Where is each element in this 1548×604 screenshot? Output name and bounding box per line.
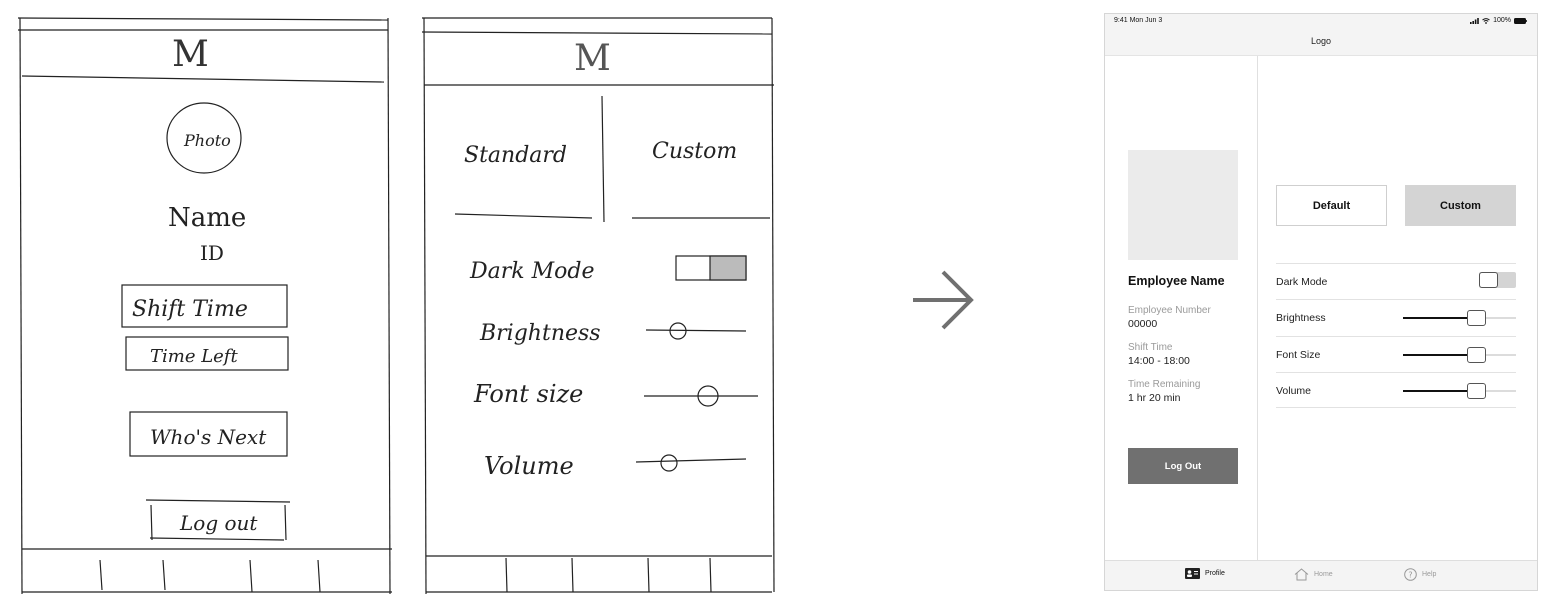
- tab-help[interactable]: ? Help: [1404, 568, 1436, 581]
- sketch-right-dark-mode: Dark Mode: [469, 259, 594, 284]
- volume-label: Volume: [1276, 385, 1312, 397]
- tab-home-label: Home: [1314, 571, 1333, 578]
- sketch-left-shift-time: Shift Time: [132, 297, 248, 322]
- volume-slider[interactable]: [1403, 383, 1516, 399]
- sketch-left-whos-next: Who's Next: [150, 425, 267, 449]
- shift-time-value: 14:00 - 18:00: [1128, 355, 1190, 367]
- wireframe-sketches: M Photo Name ID Shift Time Time Left Who…: [17, 17, 775, 595]
- slider-fill: [1403, 317, 1476, 319]
- sketch-left-photo: Photo: [183, 131, 231, 150]
- profile-sidebar: Employee Name Employee Number 00000 Shif…: [1105, 56, 1258, 562]
- dark-mode-label: Dark Mode: [1276, 276, 1328, 288]
- dark-mode-row: Dark Mode: [1276, 263, 1516, 299]
- sketch-left-logo: M: [172, 34, 209, 75]
- volume-row: Volume: [1276, 372, 1516, 408]
- arrow-right-icon: [913, 270, 974, 330]
- employee-name: Employee Name: [1128, 274, 1225, 288]
- tab-bar: Profile Home ? Help: [1105, 560, 1537, 590]
- tab-profile[interactable]: Profile: [1185, 568, 1225, 579]
- time-remaining-field: Time Remaining 1 hr 20 min: [1128, 379, 1200, 404]
- sketch-left-log-out: Log out: [179, 511, 258, 535]
- status-bar: 9:41 Mon Jun 3 100%: [1105, 14, 1537, 28]
- brightness-slider[interactable]: [1403, 310, 1516, 326]
- sketch-left-time-left: Time Left: [150, 346, 238, 367]
- brightness-label: Brightness: [1276, 312, 1326, 324]
- shift-time-label: Shift Time: [1128, 342, 1173, 353]
- wifi-icon: [1482, 17, 1490, 24]
- sketch-right-standard: Standard: [464, 143, 567, 168]
- slider-thumb[interactable]: [1466, 383, 1486, 399]
- font-size-slider[interactable]: [1403, 347, 1516, 363]
- custom-mode-button[interactable]: Custom: [1405, 185, 1516, 226]
- log-out-button[interactable]: Log Out: [1128, 448, 1238, 484]
- employee-number-label: Employee Number: [1128, 305, 1211, 316]
- time-remaining-label: Time Remaining: [1128, 379, 1201, 390]
- employee-number-value: 00000: [1128, 318, 1158, 330]
- employee-number-field: Employee Number 00000: [1128, 305, 1211, 330]
- svg-text:?: ?: [1408, 570, 1412, 579]
- time-remaining-value: 1 hr 20 min: [1128, 392, 1181, 404]
- sketch-profile-screen: M Photo Name ID Shift Time Time Left Who…: [17, 17, 392, 595]
- battery-percent: 100%: [1493, 17, 1511, 24]
- sketch-left-name: Name: [168, 203, 246, 233]
- status-indicators: 100%: [1470, 17, 1527, 24]
- sketch-right-custom: Custom: [652, 139, 737, 164]
- tab-profile-label: Profile: [1205, 570, 1225, 577]
- nav-bar: Logo: [1105, 28, 1537, 56]
- home-icon: [1294, 568, 1309, 581]
- toggle-knob: [1479, 272, 1498, 288]
- slider-thumb[interactable]: [1466, 347, 1486, 363]
- sketch-left-id: ID: [200, 241, 224, 265]
- help-icon: ?: [1404, 568, 1417, 581]
- dark-mode-toggle[interactable]: [1479, 272, 1516, 288]
- sketch-right-volume: Volume: [484, 452, 574, 480]
- employee-photo: [1128, 150, 1238, 260]
- sketch-settings-screen: M Standard Custom Dark Mode Brightness F…: [421, 17, 775, 595]
- slider-fill: [1403, 354, 1476, 356]
- ipad-mockup: 9:41 Mon Jun 3 100% Logo Employee Name E…: [1104, 13, 1538, 591]
- slider-thumb[interactable]: [1466, 310, 1486, 326]
- signal-icon: [1470, 17, 1479, 24]
- font-size-label: Font Size: [1276, 349, 1321, 361]
- default-mode-button[interactable]: Default: [1276, 185, 1387, 226]
- tab-home[interactable]: Home: [1294, 568, 1333, 581]
- id-card-icon: [1185, 568, 1200, 579]
- settings-panel: Default Custom Dark Mode Brightness Font…: [1258, 56, 1537, 562]
- slider-fill: [1403, 390, 1476, 392]
- shift-time-field: Shift Time 14:00 - 18:00: [1128, 342, 1190, 367]
- status-time: 9:41 Mon Jun 3: [1114, 17, 1163, 24]
- tab-help-label: Help: [1422, 571, 1437, 578]
- font-size-row: Font Size: [1276, 336, 1516, 372]
- app-logo: Logo: [1310, 36, 1332, 46]
- battery-icon: [1514, 17, 1527, 24]
- brightness-row: Brightness: [1276, 299, 1516, 335]
- sketch-right-font-size: Font size: [473, 380, 583, 408]
- sketch-right-brightness: Brightness: [479, 321, 601, 346]
- sketch-right-logo: M: [574, 38, 611, 79]
